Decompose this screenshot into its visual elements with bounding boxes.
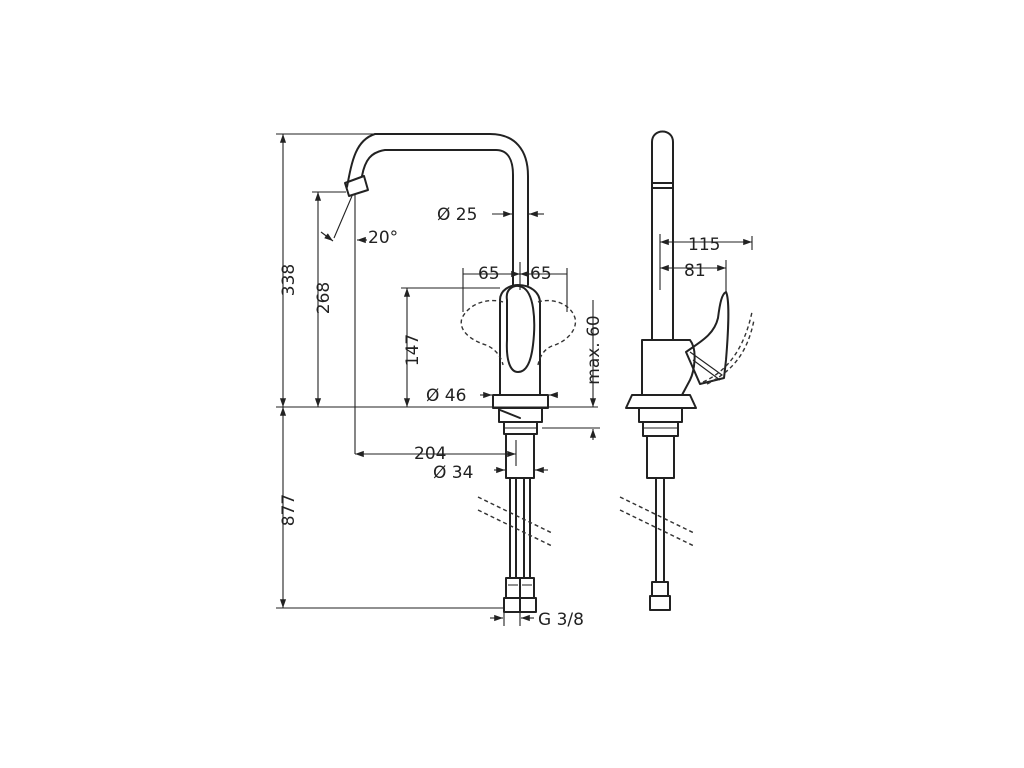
height-268-label: 268: [314, 282, 334, 314]
height-877-label: 877: [279, 494, 299, 526]
dimension-labels: 338 268 147 877 20° Ø 25 65 65 max. 60 Ø…: [279, 205, 720, 630]
side-depth-81-label: 81: [684, 261, 706, 281]
spout-diameter-label: Ø 25: [437, 205, 477, 225]
thread-size-label: G 3/8: [538, 610, 584, 630]
front-view: [276, 133, 600, 626]
lever-width-left-label: 65: [478, 264, 500, 284]
base-diameter-label: Ø 46: [426, 386, 466, 406]
height-147-label: 147: [403, 334, 423, 366]
hole-diameter-label: Ø 34: [433, 463, 473, 483]
side-depth-115-label: 115: [688, 235, 720, 255]
lever-width-right-label: 65: [530, 264, 552, 284]
side-view: [619, 130, 755, 611]
reach-204-label: 204: [414, 444, 446, 464]
spout-angle-label: 20°: [368, 228, 398, 248]
height-338-label: 338: [279, 264, 299, 296]
max-thickness-label: max. 60: [584, 315, 604, 384]
